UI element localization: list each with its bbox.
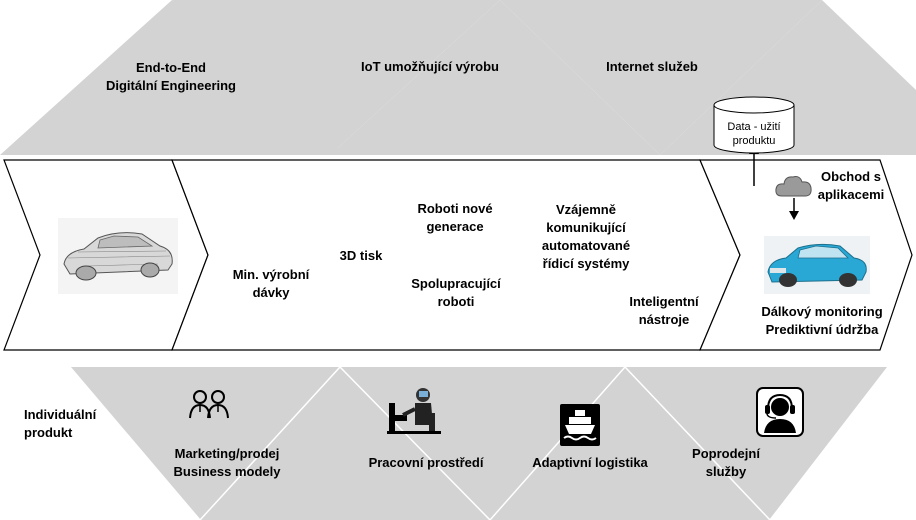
top-triangle-3 (330, 0, 660, 155)
label-end-to-end-line1: End-to-End (135, 60, 207, 75)
label-aftersales: Poprodejní služby (676, 445, 776, 481)
label-min-batch-line1: Min. výrobní (232, 267, 310, 282)
label-smart-tools: Inteligentní nástroje (610, 293, 718, 329)
people-icon (189, 390, 229, 419)
label-remote-monitoring: Dálkový monitoring Prediktivní údržba (752, 303, 892, 339)
headset-support-icon (756, 387, 804, 437)
label-marketing-line2: Business modely (173, 464, 281, 479)
label-comm-systems-line3: automatované (541, 238, 631, 253)
label-app-store-line1: Obchod s (821, 169, 881, 184)
label-min-batch-line2: dávky (252, 285, 290, 300)
label-smart-tools-line2: nástroje (638, 312, 690, 327)
storage-label: Data - užití produktu (711, 120, 797, 148)
top-triangle-1 (0, 0, 345, 155)
label-individual-product-line2: produkt (24, 425, 73, 440)
download-arrow-head (789, 211, 799, 220)
label-iot: IoT umožňující výrobu (361, 59, 499, 74)
label-cobots: Spolupracující roboti (400, 275, 512, 311)
label-app-store-line2: aplikacemi (817, 187, 885, 202)
label-internet-services: Internet služeb (606, 59, 698, 74)
top-triangle-2 (172, 0, 500, 155)
wireframe-car-image (58, 218, 178, 294)
bottom-band (70, 367, 888, 520)
label-end-to-end: End-to-End Digitální Engineering (96, 59, 246, 95)
label-individual-product: Individuální produkt (24, 406, 124, 442)
label-comm-systems-line4: řídicí systémy (542, 256, 630, 271)
ship-icon (560, 404, 600, 446)
label-min-batch: Min. výrobní dávky (218, 266, 324, 302)
label-3d-print: 3D tisk (339, 248, 383, 263)
label-new-robots: Roboti nové generace (400, 200, 510, 236)
label-marketing-line1: Marketing/prodej (174, 446, 280, 461)
label-new-robots-line2: generace (426, 219, 484, 234)
label-comm-systems: Vzájemně komunikující automatované řídic… (526, 201, 646, 273)
storage-label-line2: produktu (732, 135, 776, 147)
label-logistics: Adaptivní logistika (532, 455, 648, 470)
top-triangle-4 (500, 0, 822, 155)
label-comm-systems-line2: komunikující (546, 220, 626, 235)
label-remote-monitoring-line1: Dálkový monitoring (761, 304, 883, 319)
label-aftersales-line2: služby (705, 464, 747, 479)
cloud-icon (775, 176, 812, 197)
blue-car-image (764, 236, 870, 294)
label-marketing: Marketing/prodej Business modely (152, 445, 302, 481)
label-remote-monitoring-line2: Prediktivní údržba (765, 322, 879, 337)
label-aftersales-line1: Poprodejní (692, 446, 760, 461)
label-end-to-end-line2: Digitální Engineering (105, 78, 236, 93)
label-individual-product-line1: Individuální (24, 407, 97, 422)
label-app-store: Obchod s aplikacemi (808, 168, 894, 204)
worker-icon (387, 388, 441, 434)
label-smart-tools-line1: Inteligentní (629, 294, 699, 309)
label-workplace: Pracovní prostředí (368, 455, 484, 470)
label-comm-systems-line1: Vzájemně (556, 202, 616, 217)
label-cobots-line2: roboti (437, 294, 475, 309)
storage-label-line1: Data - užití (727, 121, 781, 133)
label-new-robots-line1: Roboti nové (417, 201, 493, 216)
label-cobots-line1: Spolupracující (411, 276, 501, 291)
database-icon (713, 96, 795, 154)
